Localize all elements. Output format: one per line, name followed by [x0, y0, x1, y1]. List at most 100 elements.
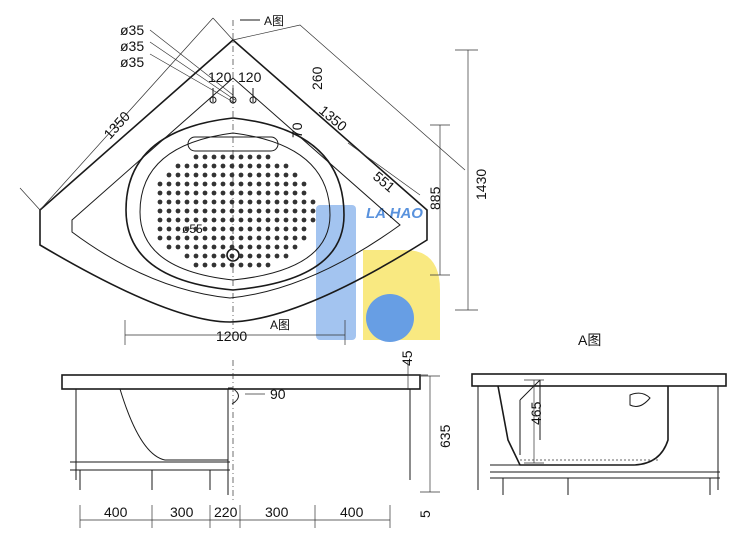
anti-slip-dot: [211, 226, 217, 232]
anti-slip-dot: [247, 181, 253, 187]
anti-slip-dot: [220, 154, 226, 160]
spacing-right: 120: [238, 69, 262, 85]
anti-slip-dot: [265, 154, 271, 160]
anti-slip-dot: [202, 235, 208, 241]
anti-slip-dot: [274, 253, 280, 259]
anti-slip-dot: [247, 217, 253, 223]
anti-slip-dot: [220, 253, 226, 259]
dim-90: 90: [270, 386, 286, 402]
anti-slip-dot: [211, 154, 217, 160]
anti-slip-dot: [238, 163, 244, 169]
anti-slip-dot: [220, 172, 226, 178]
anti-slip-dot: [193, 208, 199, 214]
anti-slip-dot: [175, 199, 181, 205]
anti-slip-dot: [265, 172, 271, 178]
base-dim-3: 220: [214, 504, 238, 520]
anti-slip-dot: [193, 154, 199, 160]
anti-slip-dot: [274, 244, 280, 250]
anti-slip-dot: [238, 226, 244, 232]
anti-slip-dot: [157, 208, 163, 214]
anti-slip-dot: [247, 262, 253, 268]
anti-slip-dot: [256, 154, 262, 160]
anti-slip-dot: [283, 235, 289, 241]
anti-slip-dot: [193, 199, 199, 205]
anti-slip-dot: [157, 181, 163, 187]
anti-slip-dot: [292, 172, 298, 178]
anti-slip-dot: [256, 262, 262, 268]
dim-5: 5: [417, 510, 433, 518]
anti-slip-dot: [265, 181, 271, 187]
anti-slip-dot: [184, 199, 190, 205]
anti-slip-dot: [211, 217, 217, 223]
anti-slip-dot: [175, 226, 181, 232]
anti-slip-dot: [166, 208, 172, 214]
anti-slip-dot: [238, 154, 244, 160]
anti-slip-dot: [157, 235, 163, 241]
anti-slip-dot: [274, 163, 280, 169]
anti-slip-dot: [184, 217, 190, 223]
anti-slip-dot: [229, 235, 235, 241]
anti-slip-dot: [202, 172, 208, 178]
front-view: 45 90 635 5 400 300 220 300 400: [61, 350, 453, 528]
anti-slip-dot: [202, 208, 208, 214]
anti-slip-dot: [229, 172, 235, 178]
anti-slip-dot: [247, 172, 253, 178]
anti-slip-dot: [193, 217, 199, 223]
basin-oval: [125, 117, 345, 291]
anti-slip-dot: [238, 190, 244, 196]
base-dim-1: 400: [104, 504, 128, 520]
anti-slip-dot: [274, 226, 280, 232]
anti-slip-dot: [157, 190, 163, 196]
anti-slip-dot: [166, 190, 172, 196]
anti-slip-dot: [229, 199, 235, 205]
anti-slip-dot: [211, 235, 217, 241]
anti-slip-dot: [265, 226, 271, 232]
anti-slip-dot: [229, 226, 235, 232]
anti-slip-dot: [292, 181, 298, 187]
dim-885: 885: [427, 186, 443, 210]
anti-slip-dot: [292, 208, 298, 214]
anti-slip-dot: [211, 181, 217, 187]
anti-slip-dot: [175, 163, 181, 169]
anti-slip-dot: [265, 199, 271, 205]
anti-slip-dot: [301, 181, 307, 187]
anti-slip-dot: [274, 199, 280, 205]
watermark-logo: LA HAO: [316, 205, 440, 342]
base-dim-5: 400: [340, 504, 364, 520]
anti-slip-dot: [220, 226, 226, 232]
anti-slip-dot: [229, 262, 235, 268]
anti-slip-dot: [184, 235, 190, 241]
anti-slip-dot: [274, 217, 280, 223]
anti-slip-dot: [157, 226, 163, 232]
watermark-text: LA HAO: [366, 205, 423, 222]
anti-slip-dot: [220, 181, 226, 187]
hole-label-3: ø35: [120, 54, 144, 70]
anti-slip-dot: [193, 262, 199, 268]
anti-slip-dot: [193, 253, 199, 259]
anti-slip-dot: [238, 217, 244, 223]
anti-slip-dot: [292, 235, 298, 241]
anti-slip-dot: [220, 190, 226, 196]
anti-slip-dot: [202, 253, 208, 259]
anti-slip-dot: [265, 253, 271, 259]
anti-slip-dot: [193, 226, 199, 232]
anti-slip-dot: [265, 235, 271, 241]
anti-slip-dot: [301, 208, 307, 214]
side-right: 1350: [316, 102, 350, 134]
anti-slip-dot: [256, 244, 262, 250]
section-mark-bottom: A图: [270, 318, 290, 332]
anti-slip-dot: [211, 244, 217, 250]
tub-outline: [39, 38, 428, 323]
anti-slip-dot: [175, 244, 181, 250]
anti-slip-dot: [283, 208, 289, 214]
anti-slip-dot: [283, 190, 289, 196]
anti-slip-dot: [265, 163, 271, 169]
anti-slip-dot: [184, 253, 190, 259]
anti-slip-dot: [166, 199, 172, 205]
anti-slip-dot: [184, 226, 190, 232]
spacing-left: 120: [208, 69, 232, 85]
anti-slip-dot: [193, 163, 199, 169]
anti-slip-dot: [274, 172, 280, 178]
anti-slip-dot: [301, 217, 307, 223]
